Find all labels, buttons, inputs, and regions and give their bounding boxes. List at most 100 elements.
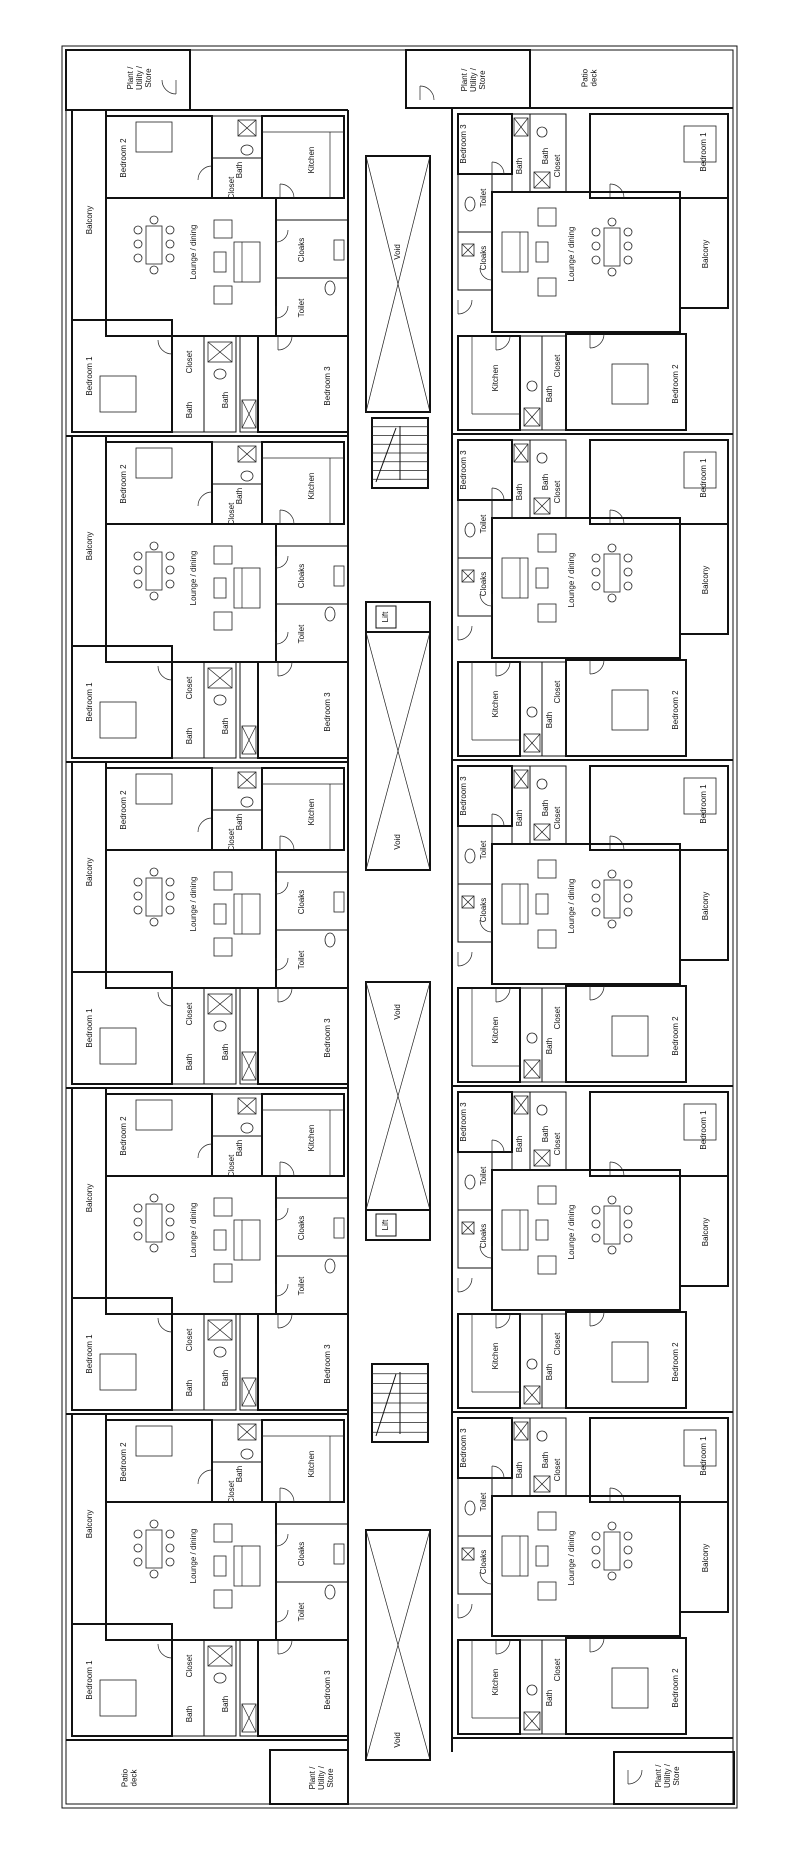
core-label-void: Void	[393, 834, 402, 850]
end-label-plant-store-line: Plant /	[460, 68, 469, 91]
dining-chair	[607, 543, 617, 553]
bathtub-cross	[523, 407, 541, 427]
room-label-balcony: Balcony	[85, 1510, 94, 1538]
dining-chair	[165, 579, 175, 589]
room-label-bedroom-2: Bedroom 2	[671, 364, 680, 404]
basin	[240, 144, 254, 156]
room-label-toilet: Toilet	[297, 1276, 306, 1295]
room-label-kitchen: Kitchen	[491, 691, 500, 718]
dining-chair	[623, 553, 633, 563]
door-swing	[275, 1609, 289, 1623]
dining-chair	[165, 1231, 175, 1241]
dining-table	[145, 225, 163, 265]
toilet-bowl	[324, 280, 336, 296]
room-label-bath: Bath	[545, 386, 554, 402]
coffee-table	[535, 241, 549, 263]
bathtub-cross	[207, 667, 233, 689]
kitchen-walls	[261, 767, 345, 851]
toilet-bowl	[464, 1174, 476, 1190]
bedroom-1-walls	[589, 439, 729, 525]
room-label-bedroom-3: Bedroom 3	[459, 1102, 468, 1142]
room-label-bedroom-2: Bedroom 2	[119, 1116, 128, 1156]
door-swing	[279, 1161, 295, 1177]
dining-chair	[165, 877, 175, 887]
bedroom-3-walls	[257, 987, 349, 1085]
end-label-plant-store-line: Plant /	[126, 66, 135, 89]
room-label-closet: Closet	[227, 1154, 236, 1177]
kitchen-walls	[261, 115, 345, 199]
room-label-bath: Bath	[185, 1380, 194, 1396]
dining-chair	[165, 1529, 175, 1539]
room-label-bath: Bath	[185, 402, 194, 418]
coffee-table	[535, 893, 549, 915]
room-label-bedroom-2: Bedroom 2	[671, 1016, 680, 1056]
room-label-bath: Bath	[221, 1696, 230, 1712]
room-label-bath: Bath	[541, 1126, 550, 1142]
room-label-closet: Closet	[185, 676, 194, 699]
dining-chair	[623, 241, 633, 251]
room-label-cloaks: Cloaks	[479, 898, 488, 922]
room-label-bath: Bath	[235, 488, 244, 504]
dining-chair	[133, 579, 143, 589]
room-label-bath: Bath	[545, 1038, 554, 1054]
room-label-closet: Closet	[185, 350, 194, 373]
dining-chair	[133, 239, 143, 249]
room-label-closet: Closet	[185, 1002, 194, 1025]
dining-chair	[149, 1519, 159, 1529]
dining-table	[145, 1203, 163, 1243]
end-label-patio-deck-line: Patio	[121, 1768, 130, 1787]
room-label-closet: Closet	[553, 1132, 562, 1155]
door-swing	[275, 1207, 289, 1221]
armchair	[537, 207, 557, 227]
room-label-bedroom-1: Bedroom 1	[699, 1436, 708, 1476]
lift-block-1	[365, 601, 431, 633]
bed	[611, 689, 649, 731]
room-label-cloaks: Cloaks	[479, 1550, 488, 1574]
dining-chair	[607, 267, 617, 277]
room-label-closet: Closet	[227, 1480, 236, 1503]
dining-chair	[623, 255, 633, 265]
toilet-bowl	[464, 196, 476, 212]
armchair	[213, 285, 233, 305]
room-label-toilet: Toilet	[479, 514, 488, 533]
toilet-walls	[275, 929, 349, 989]
room-label-toilet: Toilet	[479, 1492, 488, 1511]
bathtub-cross	[513, 1421, 529, 1441]
basin	[240, 470, 254, 482]
door-swing	[495, 661, 511, 677]
door-swing	[197, 491, 213, 507]
room-label-cloaks: Cloaks	[479, 572, 488, 596]
dining-chair	[591, 1205, 601, 1215]
room-label-bath: Bath	[515, 484, 524, 500]
dining-chair	[149, 867, 159, 877]
room-label-lounge: Lounge / dining	[189, 1529, 198, 1584]
room-label-lounge: Lounge / dining	[567, 1205, 576, 1260]
door-swing	[589, 659, 605, 675]
toilet-walls	[275, 1255, 349, 1315]
dining-chair	[165, 225, 175, 235]
door-swing	[491, 161, 505, 175]
bed	[99, 1027, 137, 1065]
door-swing	[197, 817, 213, 833]
armchair	[213, 1523, 233, 1543]
door-swing	[457, 1277, 473, 1293]
basin	[536, 126, 548, 138]
room-label-balcony: Balcony	[701, 240, 710, 268]
room-label-closet: Closet	[227, 502, 236, 525]
dining-chair	[607, 869, 617, 879]
room-label-cloaks: Cloaks	[297, 1216, 306, 1240]
dining-chair	[591, 567, 601, 577]
bathtub-cross	[533, 171, 551, 189]
room-label-bath: Bath	[545, 712, 554, 728]
coffee-table	[213, 577, 227, 599]
bathtub-cross	[241, 1051, 257, 1081]
armchair	[537, 603, 557, 623]
sofa	[233, 893, 261, 935]
door-swing	[277, 987, 293, 1003]
coffee-table	[213, 1555, 227, 1577]
bathtub-cross	[241, 1377, 257, 1407]
